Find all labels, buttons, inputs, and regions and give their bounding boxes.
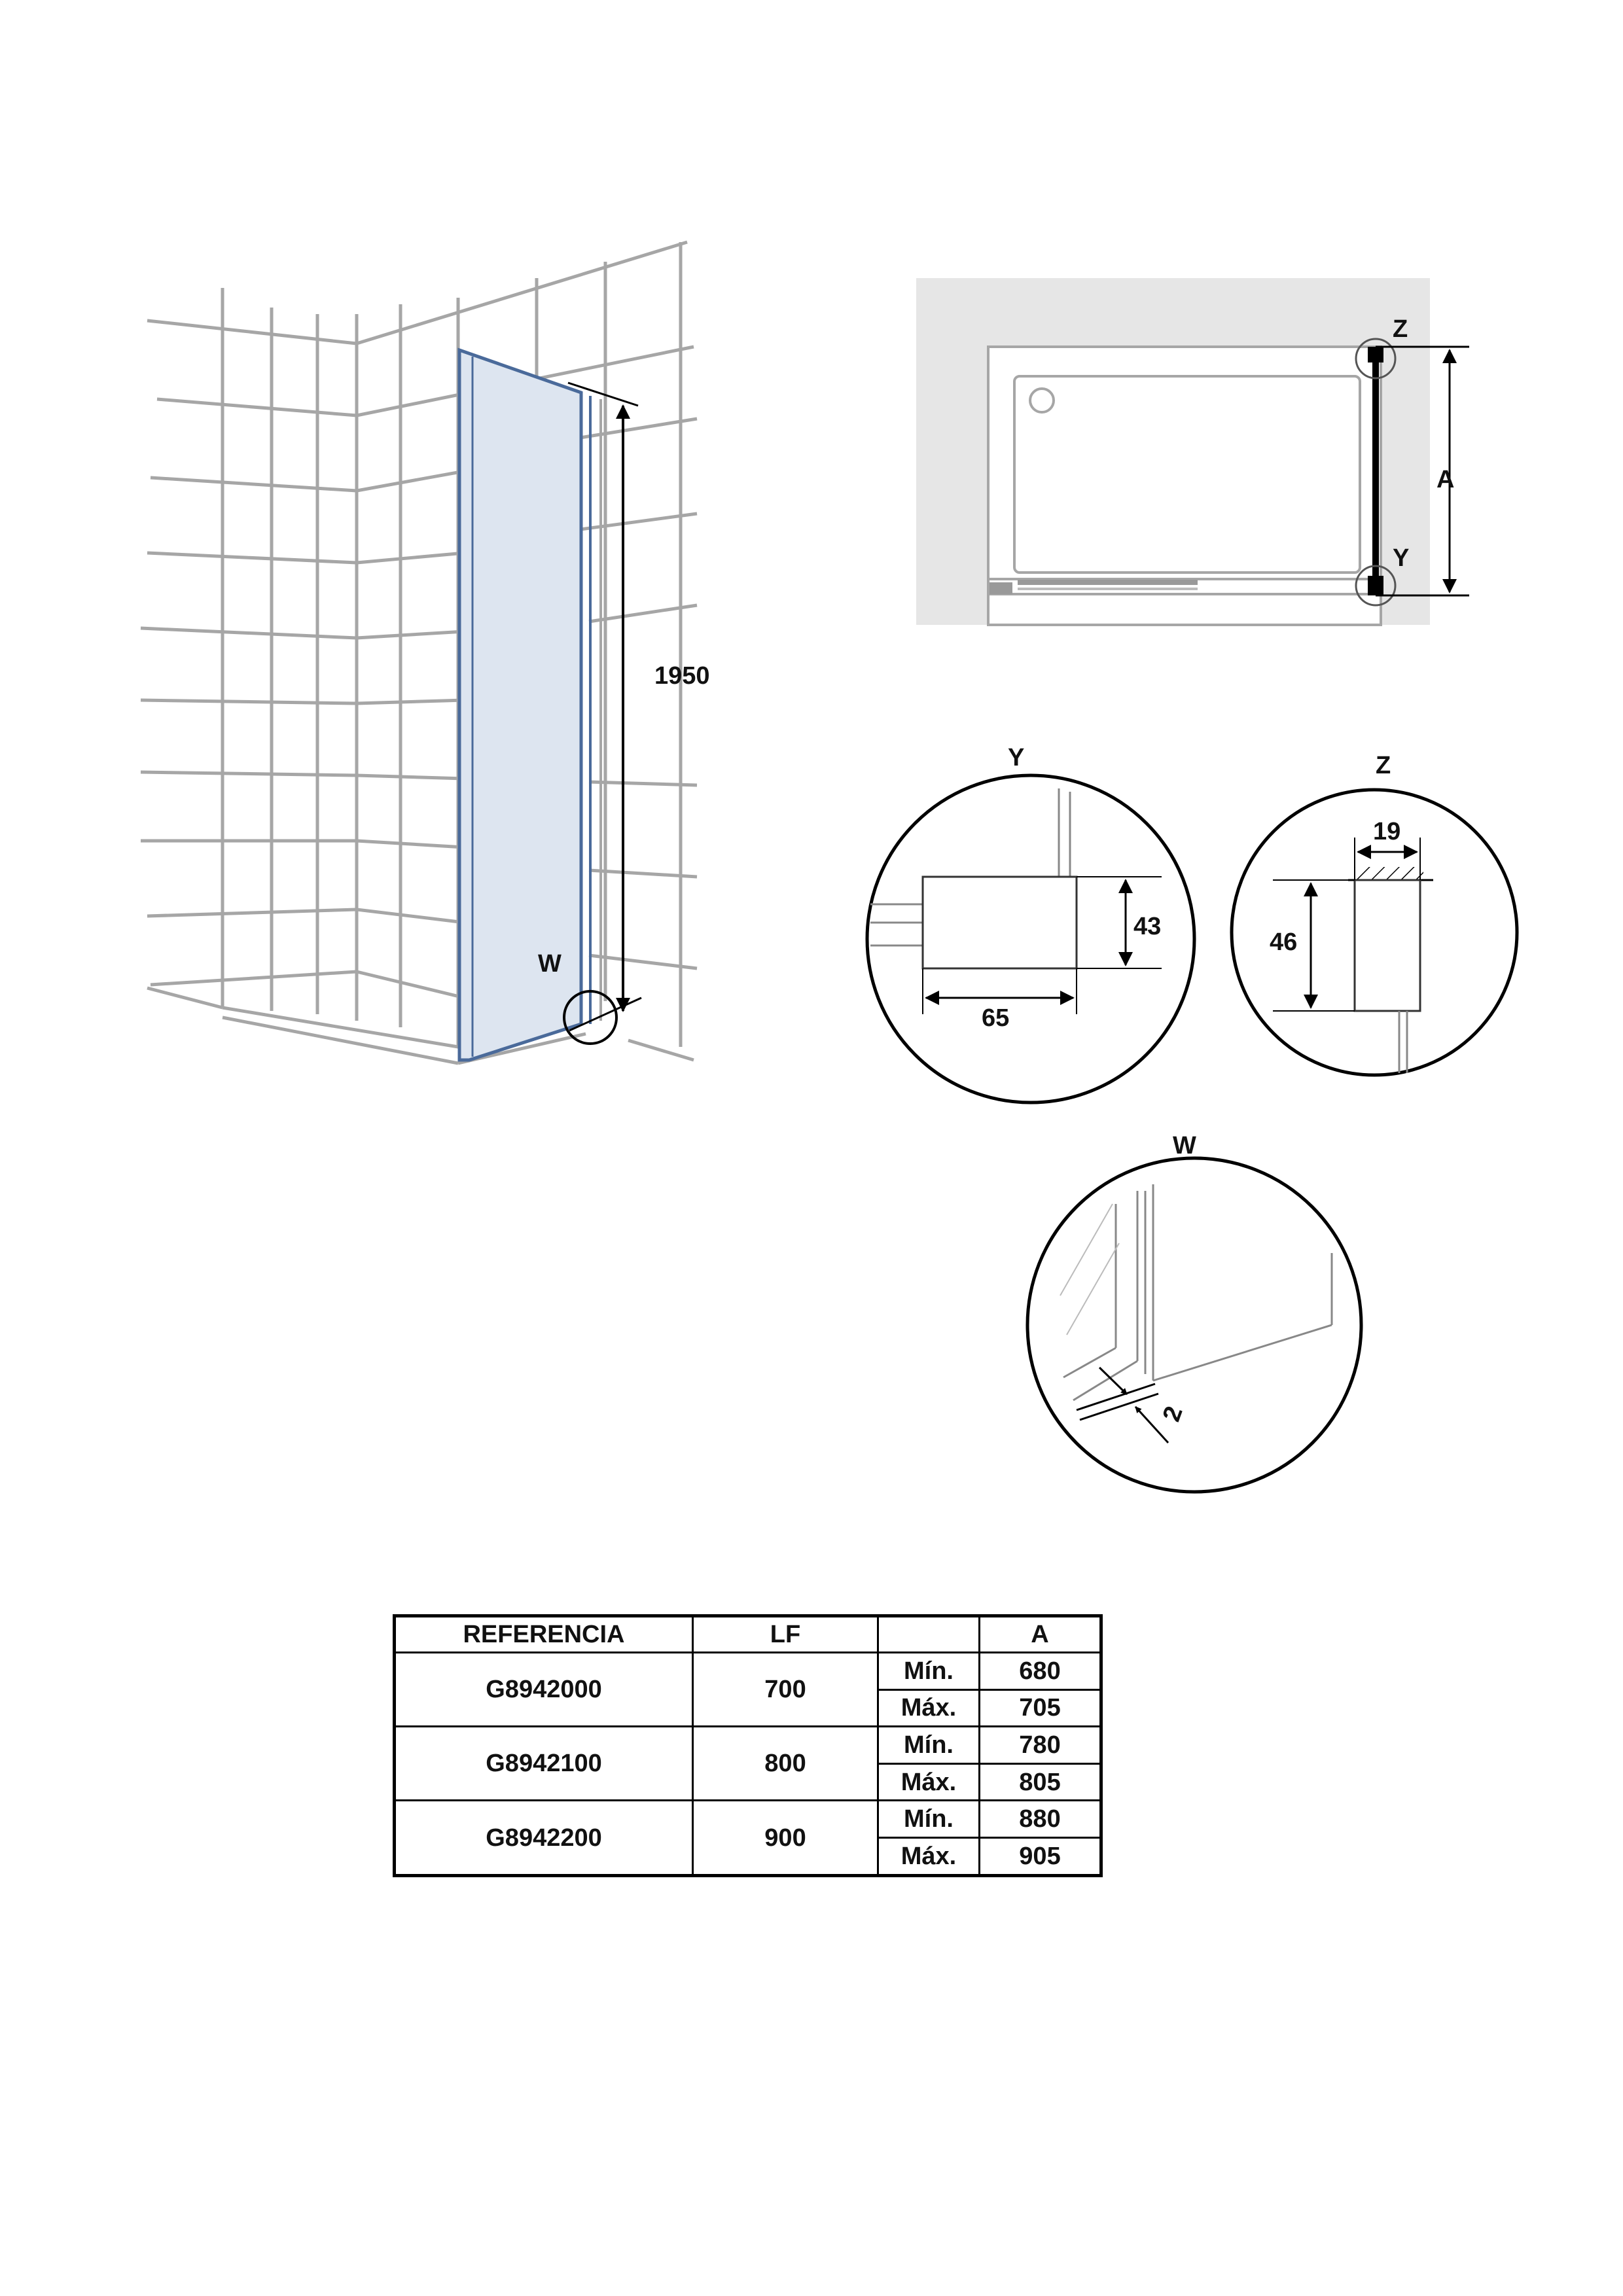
height-dimension: [567, 381, 642, 1032]
detail-y: [865, 773, 1196, 1104]
ref-cell: G8942100: [393, 1725, 694, 1802]
detail-w: [1026, 1156, 1363, 1494]
detail-z-title: Z: [1376, 752, 1391, 779]
detail-w-marker: [563, 990, 618, 1045]
min-value: 880: [978, 1799, 1102, 1839]
height-label: 1950: [654, 662, 710, 690]
spec-table: REFERENCIA LF A G8942000 700 Mín. 680 Má…: [393, 1614, 1103, 1877]
table-row: G8942100 800 Mín. 780: [393, 1725, 1102, 1802]
max-value: 905: [978, 1836, 1102, 1877]
glass-panel: [457, 347, 583, 1062]
table-row: Máx. 705: [395, 1688, 1102, 1728]
min-label: Mín.: [877, 1725, 980, 1765]
detail-w-title: W: [1173, 1132, 1196, 1159]
header-blank: [877, 1615, 980, 1653]
max-value: 705: [978, 1688, 1102, 1728]
lf-cell: 800: [692, 1725, 879, 1802]
min-label: Mín.: [877, 1799, 980, 1839]
table-row: G8942000 700 Mín. 680: [393, 1651, 1102, 1728]
detail-y-height: 43: [1133, 913, 1161, 940]
max-value: 805: [978, 1762, 1102, 1802]
plan-view: [916, 278, 1469, 626]
max-label: Máx.: [877, 1836, 980, 1877]
table-row: Máx. 805: [395, 1762, 1102, 1802]
table-row: G8942200 900 Mín. 880: [393, 1799, 1102, 1877]
detail-y-width: 65: [982, 1004, 1009, 1032]
lf-cell: 700: [692, 1651, 879, 1728]
shower-tray: [1013, 375, 1361, 574]
header-a: A: [978, 1615, 1102, 1653]
drain-icon: [1029, 387, 1055, 414]
back-wall-tiles: [140, 240, 698, 1065]
ref-cell: G8942200: [393, 1799, 694, 1877]
shower-3d-view: [140, 240, 698, 1065]
header-lf: LF: [692, 1615, 879, 1653]
detail-w-marker-label: W: [538, 950, 562, 978]
detail-z-height: 46: [1270, 928, 1297, 956]
table-row: Máx. 905: [395, 1836, 1102, 1877]
detail-y-title: Y: [1008, 744, 1024, 771]
detail-y-marker: [1355, 565, 1397, 607]
plan-y-label: Y: [1393, 544, 1409, 572]
max-label: Máx.: [877, 1762, 980, 1802]
lf-cell: 900: [692, 1799, 879, 1877]
max-label: Máx.: [877, 1688, 980, 1728]
min-label: Mín.: [877, 1651, 980, 1691]
table-header-row: REFERENCIA LF A: [393, 1615, 1102, 1653]
ref-cell: G8942000: [393, 1651, 694, 1728]
min-value: 680: [978, 1651, 1102, 1691]
min-value: 780: [978, 1725, 1102, 1765]
plan-z-label: Z: [1393, 315, 1408, 343]
detail-z: [1230, 788, 1519, 1077]
plan-a-label: A: [1436, 466, 1454, 493]
detail-z-marker: [1355, 338, 1397, 380]
header-referencia: REFERENCIA: [393, 1615, 694, 1653]
detail-z-width: 19: [1373, 818, 1400, 845]
